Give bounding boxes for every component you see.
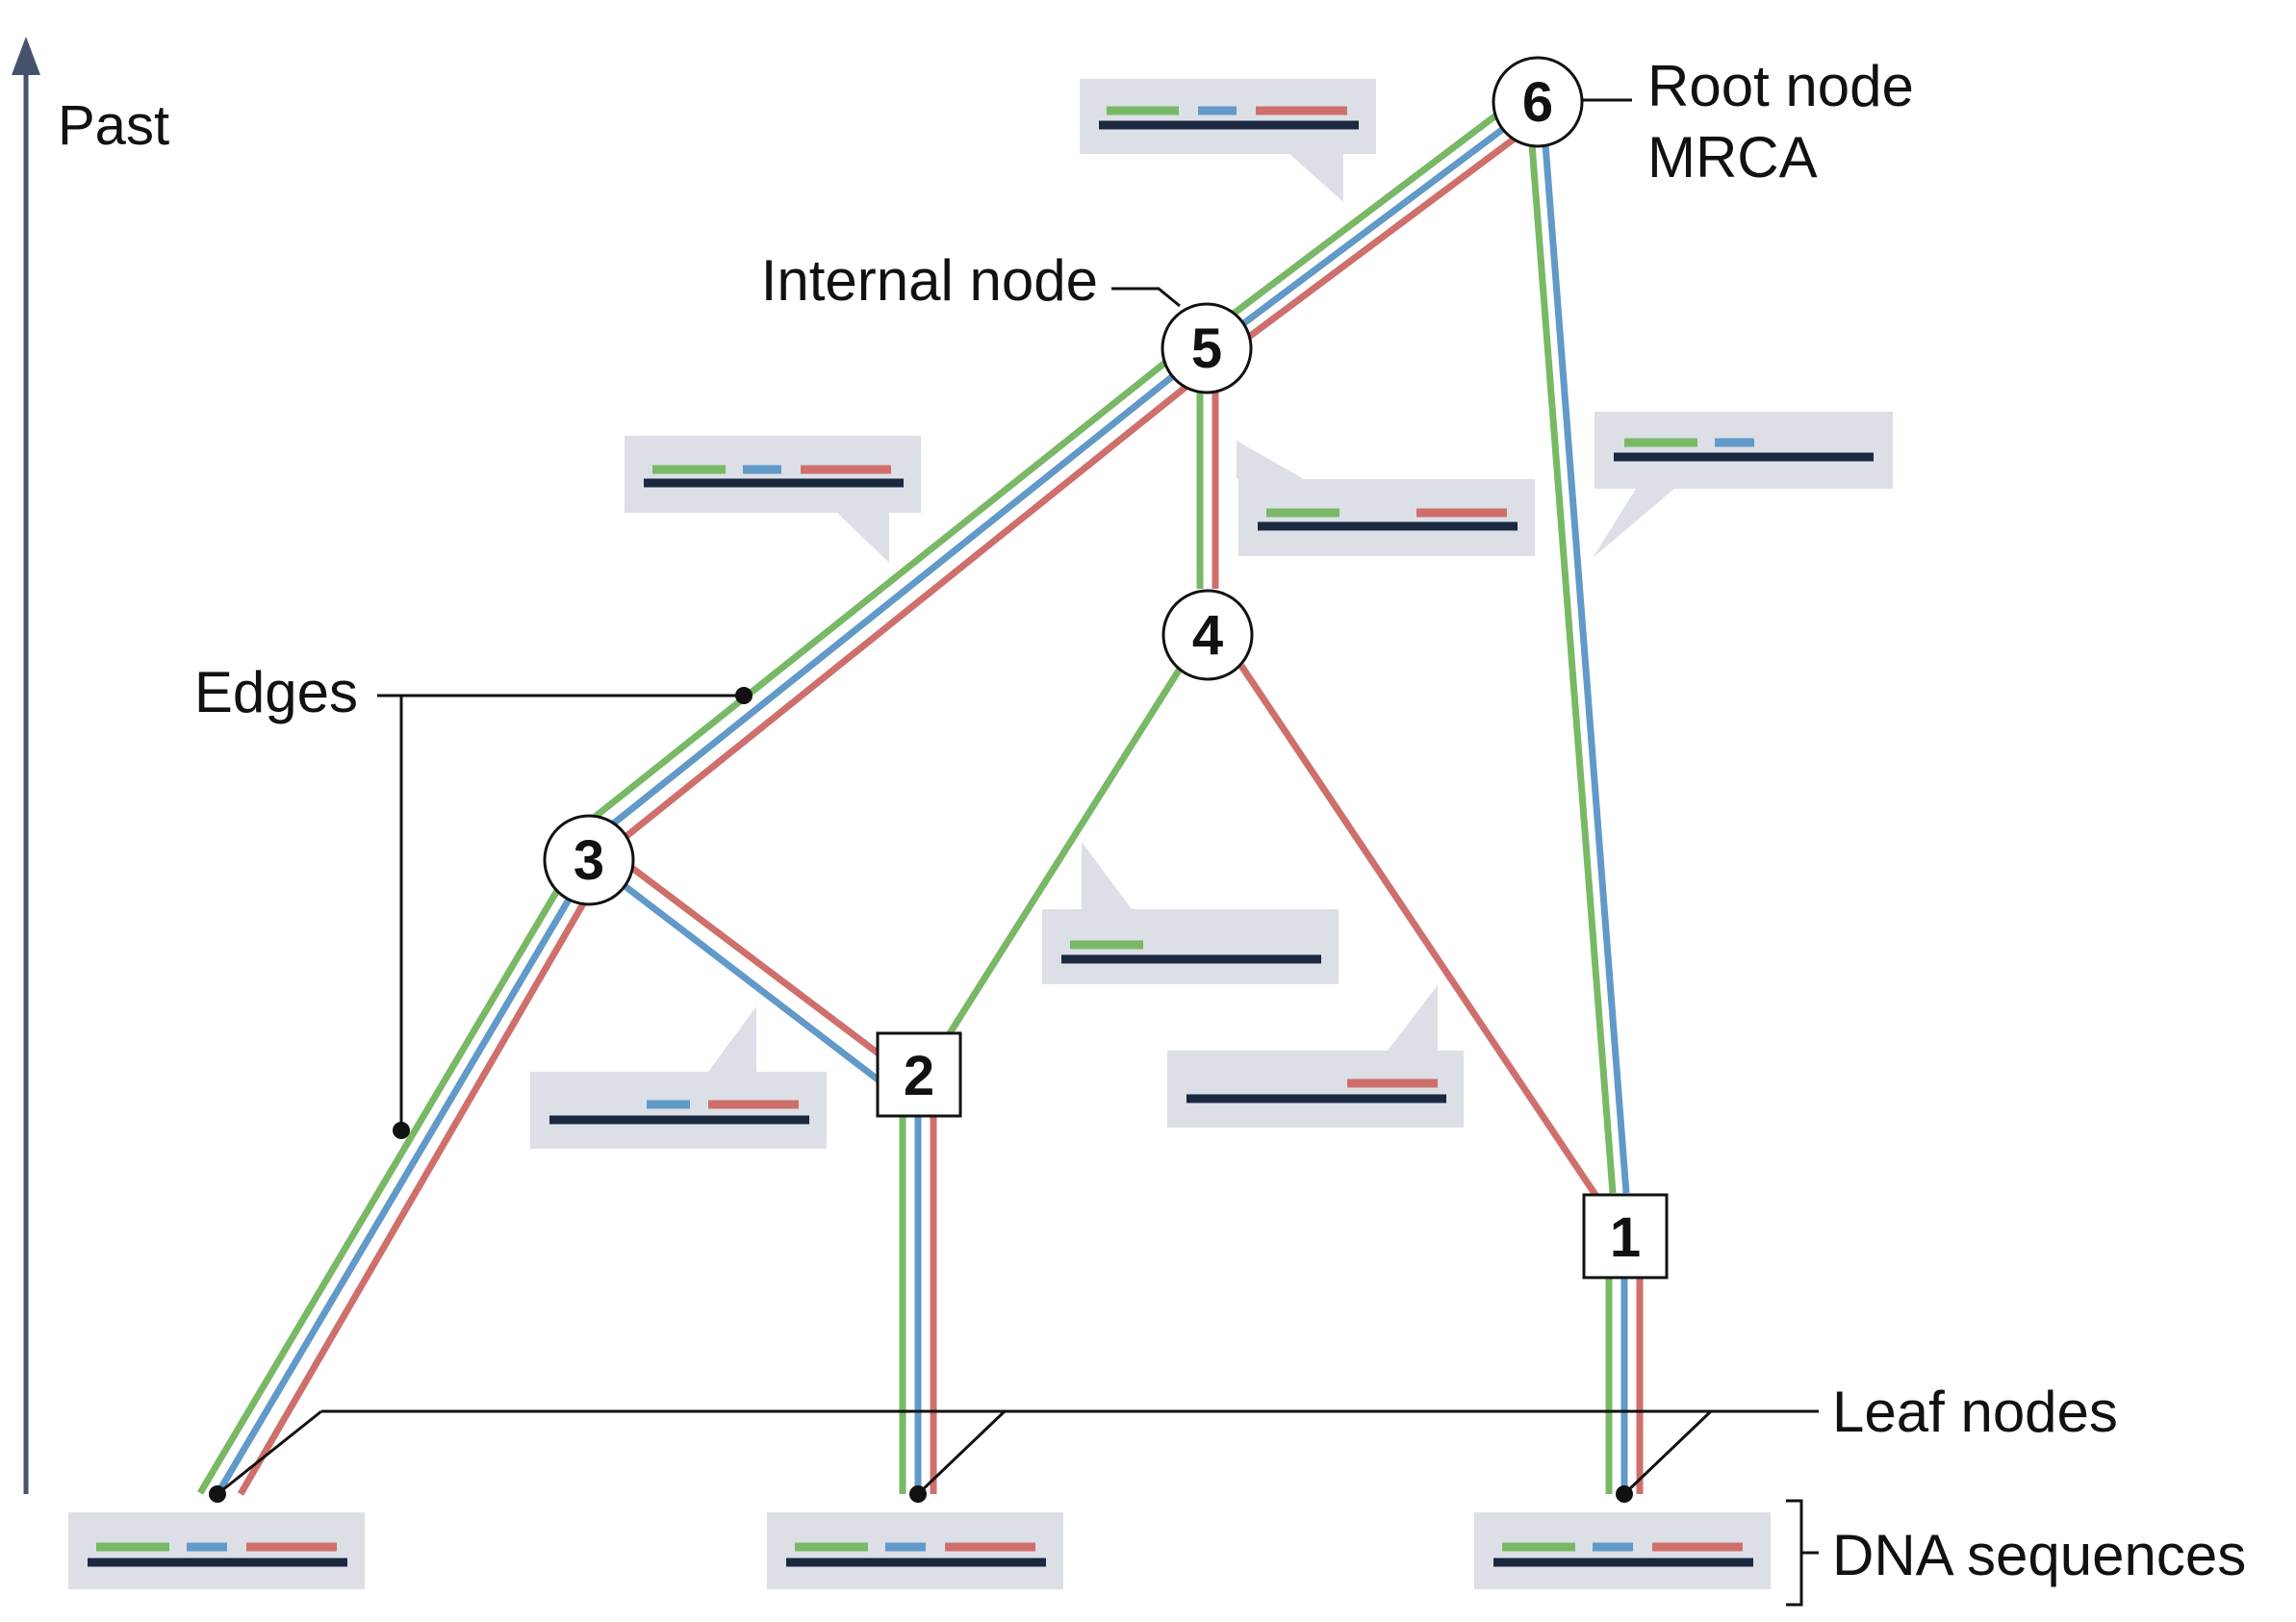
- edge-2-leaf-b: [899, 1116, 937, 1494]
- tree-edges: [196, 93, 1644, 1496]
- sequence-callouts: [68, 79, 1893, 1589]
- leaf-leader-b: [916, 1409, 1007, 1496]
- leaf-leader-a: [217, 1409, 322, 1496]
- node-1: 1: [1582, 1193, 1669, 1280]
- edge-5-4: [1196, 385, 1219, 589]
- leaf-dot-a: [209, 1485, 226, 1503]
- leaf-leader-c: [1622, 1409, 1713, 1496]
- annotation-leaders: [217, 98, 1819, 1607]
- svg-text:1: 1: [1610, 1206, 1641, 1269]
- callout-edge-3-2: [530, 1006, 827, 1149]
- time-axis-arrowhead: [12, 37, 40, 75]
- svg-text:2: 2: [904, 1045, 934, 1107]
- node-4: 4: [1161, 589, 1254, 681]
- callout-edge-4-1: [1167, 985, 1464, 1128]
- callout-edge-5-3: [625, 436, 921, 563]
- node-5: 5: [1161, 302, 1253, 394]
- svg-text:4: 4: [1192, 604, 1223, 667]
- callout-edge-4-2: [1042, 842, 1339, 984]
- leader-dots: [209, 687, 1633, 1503]
- edge-4-2: [942, 664, 1185, 1043]
- edge-5-3: [586, 351, 1196, 855]
- internal-leader: [1111, 287, 1181, 308]
- edges-dot-b: [393, 1122, 410, 1139]
- edge-3-2: [621, 863, 898, 1085]
- edge-6-5: [1208, 93, 1548, 368]
- callout-edge-5-4: [1237, 441, 1535, 556]
- edges-label: Edges: [194, 660, 358, 724]
- leaf-dot-c: [1616, 1485, 1633, 1503]
- callout-leaf-c: [1474, 1512, 1771, 1589]
- edge-1-leaf-c: [1605, 1278, 1644, 1494]
- diagram-labels: Root node MRCA Internal node Edges Leaf …: [194, 54, 2246, 1587]
- edge-3-leaf-a: [196, 887, 589, 1496]
- leaf-nodes-label: Leaf nodes: [1832, 1380, 2118, 1444]
- node-3: 3: [543, 814, 635, 906]
- edges-dot-a: [735, 687, 753, 704]
- callout-top: [1080, 79, 1376, 202]
- callout-edge-6-1: [1593, 412, 1893, 558]
- root-node-label: Root node: [1647, 54, 1914, 118]
- past-label: Past: [58, 94, 169, 157]
- node-6: 6: [1492, 56, 1584, 148]
- dna-bracket: [1786, 1499, 1803, 1607]
- svg-text:5: 5: [1191, 317, 1222, 380]
- mrca-label: MRCA: [1647, 125, 1818, 190]
- edge-6-1: [1528, 143, 1630, 1194]
- tree-nodes: 6 5 4 3 2 1: [543, 56, 1669, 1280]
- time-axis: Past: [12, 37, 169, 1494]
- edge-4-1: [1238, 664, 1600, 1200]
- internal-node-label: Internal node: [761, 248, 1098, 313]
- node-2: 2: [876, 1031, 962, 1118]
- dna-sequences-label: DNA sequences: [1832, 1523, 2246, 1587]
- callout-leaf-b: [767, 1512, 1063, 1589]
- leaf-dot-b: [909, 1485, 927, 1503]
- svg-text:6: 6: [1522, 71, 1553, 134]
- svg-text:3: 3: [574, 829, 604, 892]
- callout-leaf-a: [68, 1512, 365, 1589]
